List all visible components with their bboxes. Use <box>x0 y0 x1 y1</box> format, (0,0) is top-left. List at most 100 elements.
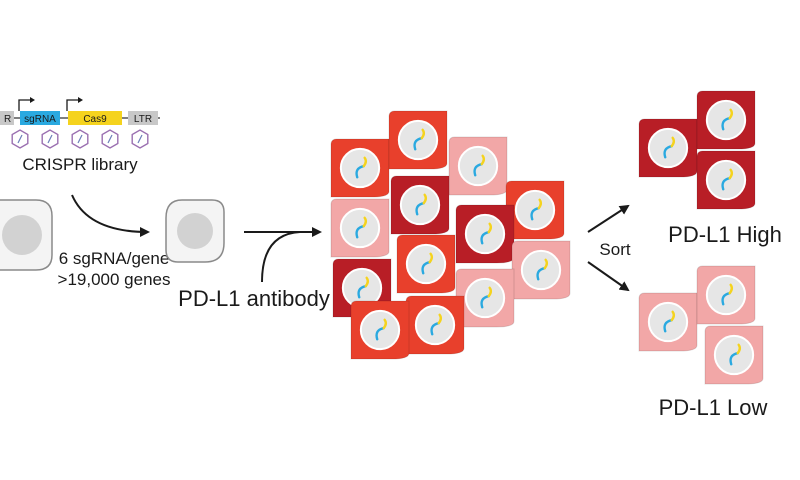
pd-l1-high-group <box>638 90 756 210</box>
virus-particle <box>41 129 59 149</box>
sgrna-label: sgRNA <box>24 114 56 125</box>
sgrna-box <box>20 111 60 125</box>
virus-particle <box>11 129 29 149</box>
cas9-mark <box>736 343 742 355</box>
cas9-mark <box>382 318 388 330</box>
sgrna-mark <box>421 260 431 275</box>
stained-cell <box>448 136 508 196</box>
cas9-label: Cas9 <box>83 114 107 125</box>
transduction-arrow <box>71 194 150 237</box>
cas9-promoter-arrowhead <box>78 97 83 103</box>
virus-genome-mark <box>47 134 53 144</box>
virus-particle <box>131 129 149 149</box>
virus-genome-mark <box>137 134 143 144</box>
sort-arrow-high <box>587 204 630 233</box>
stained-cell <box>330 198 390 258</box>
lentiviral-construct: R sgRNA Cas9 LTR <box>0 97 160 125</box>
cas9-mark <box>487 286 493 298</box>
cas9-mark <box>420 128 426 140</box>
cas9-mark <box>670 310 676 322</box>
left-ltr-label: R <box>4 114 11 125</box>
virus-capsid <box>11 129 29 149</box>
pd-l1-low-cell <box>638 292 698 352</box>
virus-particle <box>101 129 119 149</box>
virus-capsid <box>101 129 119 149</box>
cas9-mark <box>422 193 428 205</box>
sgrna-mark <box>530 206 540 221</box>
sgrna-promoter-arrowhead <box>30 97 35 103</box>
sgrna-mark <box>430 321 440 336</box>
sgrna-promoter-arrow <box>18 99 31 111</box>
sgrna-mark <box>480 230 490 245</box>
sgrna-per-gene-label: 6 sgRNA/gene <box>59 249 170 268</box>
ltr-label: LTR <box>134 114 152 125</box>
cas9-box <box>68 111 122 125</box>
sgrna-mark <box>663 318 673 333</box>
starting-cell <box>0 199 53 271</box>
pd-l1-low-cell <box>696 265 756 325</box>
cas9-promoter-arrow <box>66 99 79 111</box>
cas9-mark <box>728 108 734 120</box>
sort-label: Sort <box>599 240 630 259</box>
pd-l1-high-cell <box>696 90 756 150</box>
cas9-mark <box>362 156 368 168</box>
cas9-mark <box>728 168 734 180</box>
transduced-cell <box>165 199 225 263</box>
virus-genome-mark <box>17 134 23 144</box>
transduced-cell-nucleus <box>177 213 213 249</box>
stained-cell-population <box>330 110 571 360</box>
sgrna-mark <box>413 136 423 151</box>
cas9-mark <box>537 198 543 210</box>
pd-l1-high-label: PD-L1 High <box>668 222 782 247</box>
cas9-mark <box>428 252 434 264</box>
cas9-mark <box>487 222 493 234</box>
virus-capsid <box>71 129 89 149</box>
sgrna-mark <box>357 284 367 299</box>
crispr-library-label: CRISPR library <box>22 155 138 174</box>
sgrna-mark <box>721 116 731 131</box>
starting-cell-nucleus <box>2 215 42 255</box>
gene-count-label: >19,000 genes <box>58 270 171 289</box>
cas9-mark <box>543 258 549 270</box>
cas9-mark <box>670 136 676 148</box>
pd-l1-high-cell <box>696 150 756 210</box>
stained-cell <box>505 180 565 240</box>
sgrna-mark <box>721 176 731 191</box>
sgrna-mark <box>721 291 731 306</box>
stained-cell <box>390 175 450 235</box>
virus-capsid <box>41 129 59 149</box>
left-ltr-box <box>0 111 14 125</box>
stained-cell <box>405 295 465 355</box>
sgrna-mark <box>729 351 739 366</box>
pd-l1-low-cell <box>704 325 764 385</box>
cas9-mark <box>437 313 443 325</box>
sgrna-mark <box>536 266 546 281</box>
pd-l1-antibody-label: PD-L1 antibody <box>178 286 330 311</box>
pd-l1-low-label: PD-L1 Low <box>659 395 768 420</box>
sort-arrow-low <box>587 261 630 292</box>
cas9-mark <box>362 216 368 228</box>
sgrna-mark <box>375 326 385 341</box>
antibody-merge-line <box>261 231 301 283</box>
virus-particles <box>11 129 149 149</box>
pd-l1-low-group <box>638 265 764 385</box>
sgrna-mark <box>355 164 365 179</box>
sgrna-mark <box>480 294 490 309</box>
stained-cell <box>455 268 515 328</box>
pd-l1-high-cell <box>638 118 698 178</box>
sgrna-mark <box>663 144 673 159</box>
virus-particle <box>71 129 89 149</box>
stained-cell <box>396 234 456 294</box>
virus-genome-mark <box>107 134 113 144</box>
ltr-box <box>128 111 158 125</box>
cas9-mark <box>728 283 734 295</box>
cas9-mark <box>480 154 486 166</box>
stained-cell <box>455 204 515 264</box>
sgrna-mark <box>415 201 425 216</box>
sgrna-mark <box>473 162 483 177</box>
cas9-mark <box>364 276 370 288</box>
stained-cell <box>330 138 390 198</box>
virus-genome-mark <box>77 134 83 144</box>
stained-cell <box>511 240 571 300</box>
